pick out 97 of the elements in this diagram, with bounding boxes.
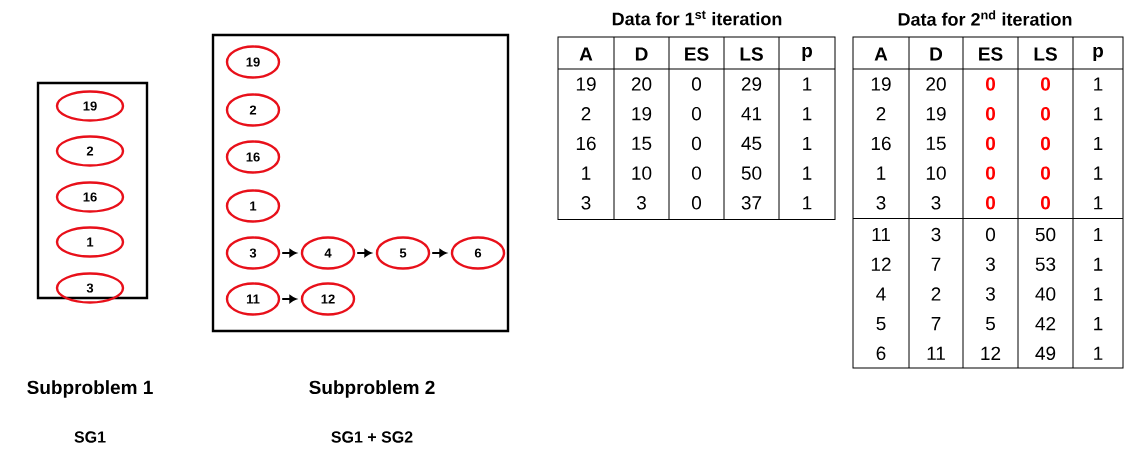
table-cell: 0 [986,107,995,121]
table-cell: 0 [986,196,995,210]
header-cell: LS [740,47,763,61]
table-cell: 1 [1094,77,1103,91]
table-cell: 0 [985,227,996,242]
table-cell: 3 [876,196,886,210]
subproblem-box [36,81,149,300]
table-cell: 0 [986,77,995,91]
table-cell: 19 [926,107,946,121]
arrow [281,249,297,257]
subproblem-heading: Subproblem 2 [309,380,435,398]
table-cell: 19 [576,77,596,91]
header-cell: D [635,47,648,61]
table-cell: 4 [876,287,886,301]
header-cell: A [874,47,888,61]
table-cell: 1 [1094,228,1103,242]
table-cell: 2 [876,107,886,121]
header-cell: ES [685,47,709,61]
table-cell: 1 [803,77,812,91]
table-cell: 1 [803,196,812,210]
table-cell: 0 [691,166,702,180]
table-cell: 0 [986,136,995,151]
table-cell: 29 [741,77,762,91]
table-cell: 15 [632,136,652,151]
table-cell: 0 [1041,77,1050,91]
table-cell: 1 [1094,257,1103,271]
table-cell: 1 [1094,287,1103,301]
header-cell: LS [1034,47,1057,61]
table-cell: 1 [582,166,591,180]
table-cell: 1 [1094,136,1103,150]
group-label: SG1 + SG2 [331,431,413,443]
table-cell: 3 [931,227,941,242]
table-cell: 16 [871,136,891,151]
table-cell: 45 [741,136,762,151]
table-cell: 42 [1035,316,1056,331]
table-cell: 7 [931,257,941,271]
table-cell: 15 [926,136,946,151]
table-cell: 19 [871,77,891,91]
header-cell: A [579,47,593,61]
table-cell: 1 [877,166,886,180]
header-cell: p [1093,46,1104,62]
subproblem-box [211,33,510,333]
table-cell: 10 [632,166,652,180]
table-cell: 0 [1041,136,1050,151]
table-cell: 41 [741,107,762,121]
header-cell: D [930,47,943,61]
table-cell: 3 [931,196,941,210]
table-cell: 1 [1094,166,1103,180]
table-cell: 0 [1041,196,1050,210]
table-cell: 7 [931,317,941,331]
header-cell: ES [979,47,1003,61]
table-title: Data for 1$^{st}$ iteration [612,10,782,26]
arrow [356,249,372,257]
table-cell: 20 [926,77,946,91]
group-label: SG1 [74,431,106,443]
table-cell: 5 [876,317,886,331]
table-cell: 53 [1035,257,1056,271]
table-cell: 10 [926,166,946,180]
table-cell: 0 [1041,166,1050,180]
table-cell: 50 [1035,227,1056,242]
table-cell: 3 [581,196,591,210]
table-cell: 16 [576,136,596,151]
table-cell: 0 [986,166,995,180]
table-cell: 1 [1094,196,1103,210]
table-cell: 3 [985,257,995,271]
table-cell: 11 [927,346,945,360]
header-cell: p [802,46,812,62]
arrow [281,295,297,303]
table-cell: 40 [1035,287,1056,301]
table-cell: 1 [803,166,812,180]
table-cell: 0 [691,77,702,91]
table-cell: 49 [1035,346,1056,361]
table-cell: 0 [691,196,702,210]
table-cell: 2 [931,287,941,301]
subproblem-heading: Subproblem 1 [27,380,153,398]
table-cell: 12 [981,346,1001,360]
table-cell: 1 [1094,317,1103,331]
table-cell: 20 [631,77,652,91]
table-cell: 0 [1041,107,1050,121]
table-cell: 11 [872,228,890,242]
table-cell: 6 [876,346,886,361]
table-cell: 19 [632,107,652,121]
table-cell: 0 [691,107,702,121]
table-cell: 37 [741,196,762,210]
table-cell: 1 [1094,346,1103,360]
table-cell: 50 [741,166,762,180]
table-cell: 1 [1094,107,1103,121]
table-cell: 0 [691,136,702,151]
table-cell: 5 [986,317,995,331]
table-cell: 3 [636,196,646,210]
table-title: Data for 2$^{nd}$ iteration [898,10,1072,26]
arrow [431,249,447,257]
table-cell: 1 [803,136,812,150]
table-cell: 2 [581,107,591,121]
table-cell: 3 [985,287,995,301]
table-cell: 1 [803,107,812,121]
table-cell: 12 [871,257,891,271]
